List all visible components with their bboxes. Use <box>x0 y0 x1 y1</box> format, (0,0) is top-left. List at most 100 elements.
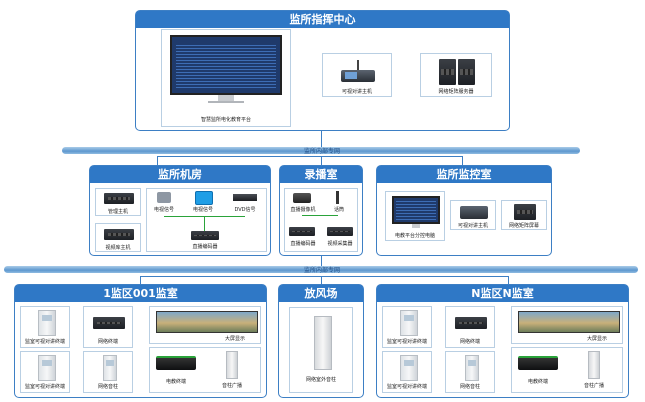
matrix-label: 网络矩阵服务器 <box>438 89 474 95</box>
intercom-terminal-icon <box>38 355 56 381</box>
machine-room-panel: 监所机房 管理主机 视频库主机 电视信号 电视信号 DVD信号 直播编码器 <box>89 165 271 256</box>
yard-speaker-box: 网络室外音柱 <box>289 307 353 393</box>
studio-encoder-icon <box>289 227 315 236</box>
speaker-column-icon <box>465 355 479 381</box>
lower-bus-drop-line <box>140 276 508 277</box>
zoneN-panel: N监区N监室 监室可视对讲终端 网络终端 大屏显示 监室可视对讲终端 网络音柱 … <box>376 284 629 398</box>
studio-join-line <box>302 215 338 216</box>
zoneN-screen-box: 大屏显示 <box>511 306 623 344</box>
speaker-column-icon <box>588 351 600 379</box>
zoneN-ctrl-label: 网络音柱 <box>459 384 480 390</box>
encoder-icon <box>191 231 219 240</box>
video-lib-box: 视频库主机 <box>95 223 141 252</box>
matrix-box: 网络矩阵服务器 <box>420 53 492 97</box>
machine-room-title: 监所机房 <box>90 166 270 183</box>
zoneN-ctrl-box: 网络音柱 <box>445 351 495 393</box>
yard-title: 放风场 <box>279 285 363 302</box>
control-room-title: 监所监控室 <box>377 166 551 183</box>
server-cabinet-icon <box>439 59 475 85</box>
intercom-console-icon <box>341 60 375 84</box>
dvd-player-icon <box>233 194 257 201</box>
zone1-spk-label: 音柱广播 <box>221 383 242 389</box>
network-bus-top <box>62 147 580 154</box>
signal-down-line <box>204 216 205 231</box>
zone1-terminal1-box: 监室可视对讲终端 <box>20 306 70 348</box>
drop-studio <box>321 156 322 165</box>
drop-yard <box>321 276 322 284</box>
rack-server-icon <box>104 229 134 240</box>
mgmt-host-label: 管理主机 <box>107 209 128 215</box>
zone1-gateway-label: 网络终端 <box>97 339 118 345</box>
zoneN-gateway-label: 网络终端 <box>459 339 480 345</box>
video-wall-icon <box>156 311 258 333</box>
network-box-icon <box>455 317 487 329</box>
outdoor-speaker-icon <box>314 316 332 370</box>
intercom-label: 可视对讲主机 <box>341 89 372 95</box>
intercom-box: 可视对讲主机 <box>322 53 392 97</box>
rack-server-icon <box>104 193 134 204</box>
platform-box: 智慧监所电化教育平台 <box>161 29 291 127</box>
yard-speaker-label: 网络室外音柱 <box>305 377 336 383</box>
monitor-icon <box>170 35 282 103</box>
drop-machine-room <box>157 156 158 165</box>
control-pc-label: 电教平台分控电脑 <box>394 233 435 239</box>
edu-terminal-icon <box>518 356 558 370</box>
mic-label: 话筒 <box>333 207 344 213</box>
platform-label: 智慧监所电化教育平台 <box>200 117 251 123</box>
drop-zone1 <box>140 276 141 284</box>
zone1-gateway-box: 网络终端 <box>83 306 133 348</box>
zoneN-box-label: 电教终端 <box>527 379 548 385</box>
drop-control <box>462 156 463 165</box>
network-box-icon <box>93 317 125 329</box>
server-cabinet-icon <box>514 204 536 220</box>
zoneN-terminal1-label: 监室可视对讲终端 <box>386 339 427 345</box>
camera-label: 直播摄像机 <box>290 207 316 213</box>
microphone-icon <box>336 191 339 204</box>
command-center-panel: 监所指挥中心 智慧监所电化教育平台 可视对讲主机 网络矩阵服务器 <box>135 10 510 131</box>
zoneN-edu-box: 电教终端 音柱广播 <box>511 347 623 393</box>
drop-zoneN <box>508 276 509 284</box>
zoneN-spk-label: 音柱广播 <box>583 383 604 389</box>
zone1-box-label: 电教终端 <box>165 379 186 385</box>
zoneN-gateway-box: 网络终端 <box>445 306 495 348</box>
signal-encoder-box: 电视信号 电视信号 DVD信号 直播编码器 <box>146 188 267 252</box>
control-pc-box: 电教平台分控电脑 <box>385 191 445 241</box>
zone1-panel: 1监区001监室 监室可视对讲终端 网络终端 大屏显示 监室可视对讲终端 网络音… <box>14 284 267 398</box>
zone1-screen-box: 大屏显示 <box>149 306 261 344</box>
tv-signal-icon <box>157 192 171 203</box>
mgmt-host-box: 管理主机 <box>95 188 141 216</box>
network-bus-bottom <box>4 266 638 273</box>
center-link <box>321 131 322 148</box>
zoneN-terminal2-box: 监室可视对讲终端 <box>382 351 432 393</box>
studio-devices-box: 直播摄像机 话筒 直播编码器 视频采集器 <box>284 188 358 252</box>
intercom-terminal-icon <box>400 355 418 381</box>
studio-title: 录播室 <box>280 166 362 183</box>
signal3-label: DVD信号 <box>234 207 256 213</box>
network-bus-bottom-label: 监所内部专网 <box>303 267 340 274</box>
studio-encoder-label: 直播编码器 <box>290 241 316 247</box>
signal1-label: 电视信号 <box>153 207 174 213</box>
zone1-screen-label: 大屏显示 <box>224 336 245 342</box>
zone1-terminal1-label: 监室可视对讲终端 <box>24 339 65 345</box>
zoneN-terminal2-label: 监室可视对讲终端 <box>386 384 427 390</box>
signal2-label: 电视信号 <box>192 207 213 213</box>
intercom-terminal-icon <box>38 310 56 336</box>
zoneN-terminal1-box: 监室可视对讲终端 <box>382 306 432 348</box>
video-lib-label: 视频库主机 <box>105 245 131 251</box>
upper-to-lower-link <box>321 256 322 266</box>
speaker-column-icon <box>226 351 238 379</box>
intercom-terminal-icon <box>400 310 418 336</box>
control-room-panel: 监所监控室 电教平台分控电脑 可视对讲主机 网络矩阵屏幕 <box>376 165 552 256</box>
intercom-console-icon <box>460 206 488 219</box>
studio-panel: 录播室 直播摄像机 话筒 直播编码器 视频采集器 <box>279 165 363 256</box>
control-intercom-label: 可视对讲主机 <box>457 223 488 229</box>
video-wall-icon <box>518 311 620 333</box>
zone1-terminal2-label: 监室可视对讲终端 <box>24 384 65 390</box>
yard-panel: 放风场 网络室外音柱 <box>278 284 364 398</box>
tv-signal-icon <box>195 191 213 205</box>
zone1-title: 1监区001监室 <box>15 285 266 302</box>
zoneN-screen-label: 大屏显示 <box>586 336 607 342</box>
network-bus-top-label: 监所内部专网 <box>303 148 340 155</box>
encoder-label: 直播编码器 <box>192 244 218 250</box>
command-center-title: 监所指挥中心 <box>136 11 509 28</box>
